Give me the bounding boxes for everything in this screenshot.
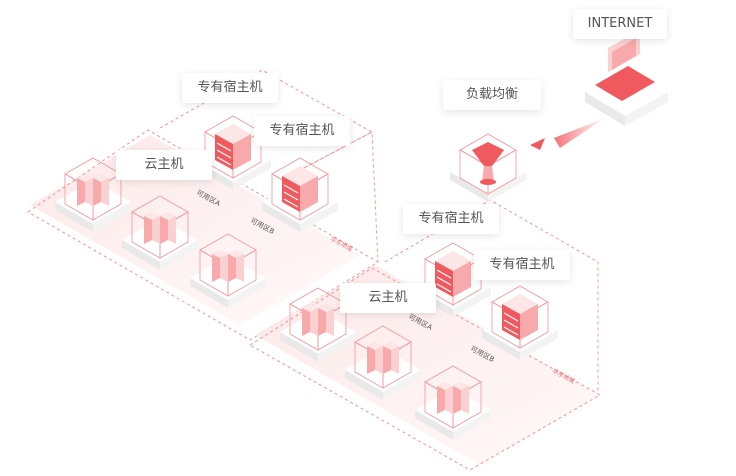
internet-node [585, 30, 668, 126]
dedicated-host-label-4: 专有宿主机 [474, 250, 570, 280]
arrow-to-load-balancer [530, 138, 545, 150]
internet-label: INTERNET [573, 9, 667, 39]
load-balancer-label: 负载均衡 [443, 80, 541, 110]
dedicated-host-label-2: 专有宿主机 [254, 116, 350, 146]
zone-a-area [30, 135, 360, 325]
region-2-border [249, 267, 602, 471]
traffic-beam-internet [554, 118, 605, 148]
region-1-right-border [299, 131, 379, 263]
cloud-host-label-2: 云主机 [340, 283, 436, 313]
dedicated-host-label-3: 专有宿主机 [403, 204, 499, 234]
laptop-base-icon [595, 66, 655, 101]
cloud-host-label-1: 云主机 [116, 150, 212, 180]
region-group-1: 可用区A 可用区B 华东地域 [27, 69, 379, 341]
zone-area-2 [255, 265, 600, 465]
region-1-upper-border [159, 69, 374, 171]
dedicated-host-label-1: 专有宿主机 [182, 73, 278, 103]
load-balancer-node [450, 133, 526, 202]
balancer-icon [472, 142, 504, 166]
